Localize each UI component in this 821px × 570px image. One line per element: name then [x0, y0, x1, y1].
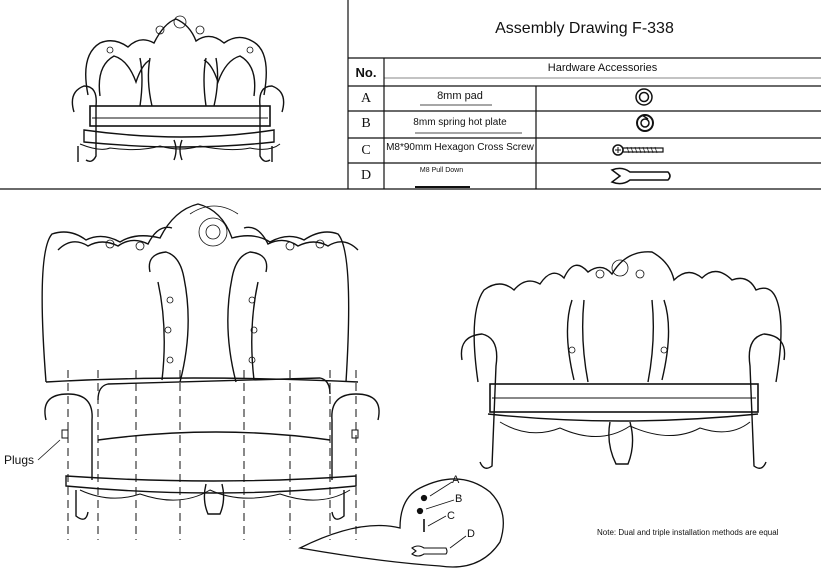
spring-washer-icon — [636, 114, 654, 132]
row-letter-c: C — [361, 143, 371, 158]
table-header-accessories: Hardware Accessories — [547, 62, 658, 74]
table-header-no: No. — [355, 64, 377, 80]
sofa-assembled-right — [460, 251, 786, 469]
row-letter-b: B — [361, 116, 371, 131]
installation-note: Note: Dual and triple installation metho… — [597, 528, 779, 537]
callout-label-a: A — [452, 474, 460, 486]
washer-icon — [635, 88, 653, 106]
drawing-title: Assembly Drawing F-338 — [495, 20, 674, 37]
row-name-d: M8 Pull Down — [419, 166, 464, 174]
assembly-guide-lines — [67, 370, 357, 540]
row-letter-a: A — [360, 91, 372, 106]
callout-label-c: C — [447, 510, 455, 522]
wrench-icon — [610, 167, 671, 185]
sofa-small-top-left — [71, 15, 285, 163]
row-name-b: 8mm spring hot plate — [413, 116, 507, 128]
sofa-large-front — [37, 203, 380, 520]
callout-label-b: B — [455, 493, 463, 505]
hardware-callout — [297, 478, 504, 568]
row-name-c: M8*90mm Hexagon Cross Screw — [386, 141, 534, 153]
screw-icon — [612, 144, 664, 156]
row-name-a: 8mm pad — [437, 90, 483, 102]
row-letter-d: D — [360, 168, 372, 183]
plugs-label: Plugs — [4, 453, 35, 467]
callout-label-d: D — [467, 528, 475, 540]
